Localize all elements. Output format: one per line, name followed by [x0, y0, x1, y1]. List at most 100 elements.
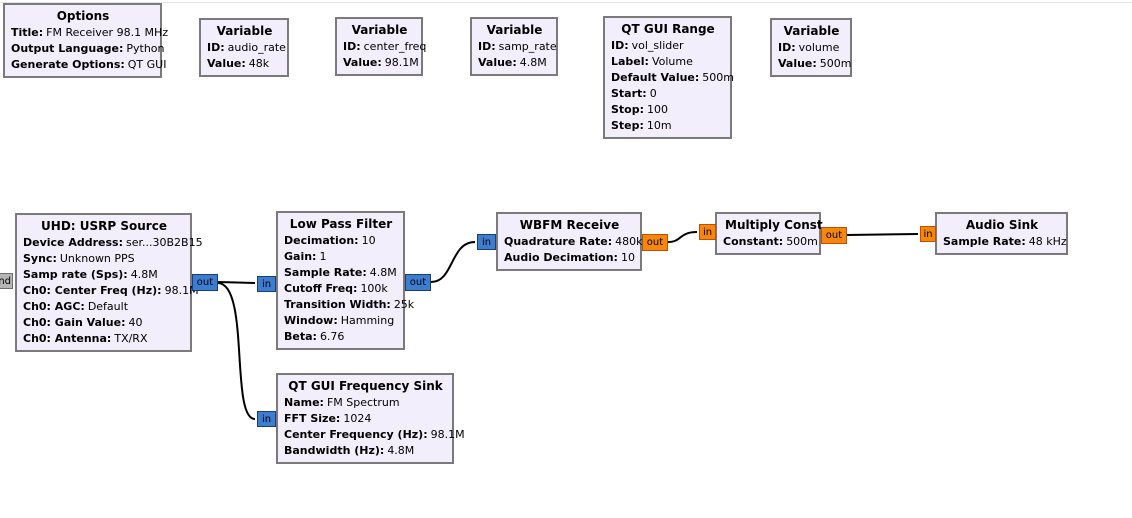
param-key: Label:	[611, 55, 649, 68]
param-value: ser...30B2B15	[125, 236, 203, 249]
param-key: Start:	[611, 87, 647, 100]
param-key: Sample Rate:	[284, 266, 367, 279]
param-key: Samp rate (Sps):	[23, 268, 128, 281]
param-value: 98.1M	[164, 284, 199, 297]
param-value: audio_rate	[227, 41, 286, 54]
param-value: FM Receiver 98.1 MHz	[46, 26, 169, 39]
port-out-low-pass-filter[interactable]: out	[405, 274, 431, 291]
param-key: Ch0: Gain Value:	[23, 316, 126, 329]
param-key: ID:	[343, 40, 361, 53]
block-title: Options	[56, 9, 110, 23]
param-key: Sample Rate:	[943, 235, 1026, 248]
param-key: Step:	[611, 119, 644, 132]
canvas-top-edge	[0, 2, 1132, 3]
param-row: ID:vol_slider	[611, 38, 725, 54]
param-row: Step:10m	[611, 118, 725, 134]
block-title: Variable	[783, 24, 840, 38]
param-value: 10m	[646, 119, 672, 132]
param-row: Value:4.8M	[478, 55, 551, 71]
param-value: QT GUI	[127, 58, 167, 71]
param-value: 500m	[702, 71, 735, 84]
connection-multiply-const-to-audio-sink[interactable]	[846, 233, 919, 236]
connection-wbfm-receive-to-multiply-const[interactable]	[667, 231, 698, 243]
param-key: Decimation:	[284, 234, 359, 247]
port-in-wbfm-receive[interactable]: in	[477, 234, 496, 250]
param-key: ID:	[611, 39, 629, 52]
port-in-qt-gui-frequency-sink[interactable]: in	[257, 411, 276, 427]
param-value: 98.1M	[430, 428, 465, 441]
param-key: Transition Width:	[284, 298, 391, 311]
port-in-multiply-const[interactable]: in	[699, 224, 716, 240]
param-key: Ch0: Center Freq (Hz):	[23, 284, 162, 297]
connection-usrp-source-to-low-pass-filter[interactable]	[217, 281, 256, 284]
param-key: Value:	[343, 56, 382, 69]
param-row: Value:48k	[207, 56, 282, 72]
param-value: 4.8M	[130, 268, 158, 281]
param-row: Constant:500m	[723, 234, 818, 250]
param-value: Volume	[651, 55, 693, 68]
block-title: WBFM Receive	[519, 218, 620, 232]
param-value: 1024	[343, 412, 372, 425]
block-title: Audio Sink	[965, 218, 1039, 232]
param-value: 48 kHz	[1028, 235, 1067, 248]
param-row: Sample Rate:48 kHz	[943, 234, 1067, 250]
param-key: Value:	[207, 57, 246, 70]
param-row: Audio Decimation:10	[504, 250, 635, 266]
param-row: Center Frequency (Hz):98.1M	[284, 427, 465, 443]
port-in-audio-sink[interactable]: in	[920, 226, 936, 242]
param-value: 500m	[786, 235, 818, 248]
param-row: Quadrature Rate:480k	[504, 234, 643, 250]
param-key: Center Frequency (Hz):	[284, 428, 428, 441]
port-out-multiply-const[interactable]: out	[821, 227, 847, 244]
param-value: Default	[87, 300, 129, 313]
msg-port-cmd-usrp-source[interactable]: nd	[0, 273, 13, 289]
param-value: 10	[620, 251, 635, 264]
param-value: 25k	[393, 298, 415, 311]
param-value: 1	[319, 250, 327, 263]
param-row: Samp rate (Sps):4.8M	[23, 267, 185, 283]
param-value: vol_slider	[631, 39, 684, 52]
port-in-low-pass-filter[interactable]: in	[257, 276, 276, 292]
param-row: Value:98.1M	[343, 55, 419, 71]
param-key: ID:	[478, 40, 496, 53]
param-row: Device Address:ser...30B2B15	[23, 235, 203, 251]
param-value: 0	[649, 87, 657, 100]
port-out-usrp-source[interactable]: out	[192, 274, 218, 291]
param-key: Quadrature Rate:	[504, 235, 613, 248]
param-key: Bandwidth (Hz):	[284, 444, 385, 457]
param-key: Cutoff Freq:	[284, 282, 358, 295]
param-value: 4.8M	[387, 444, 415, 457]
param-row: Value:500m	[778, 56, 852, 72]
connection-usrp-source-to-qt-gui-frequency-sink[interactable]	[217, 282, 256, 420]
param-row: FFT Size:1024	[284, 411, 447, 427]
block-title: Variable	[351, 23, 408, 37]
connection-low-pass-filter-to-wbfm-receive[interactable]	[430, 241, 476, 283]
param-row: Name:FM Spectrum	[284, 395, 447, 411]
param-row: Transition Width:25k	[284, 297, 414, 313]
block-title: Variable	[216, 24, 273, 38]
param-row: Decimation:10	[284, 233, 398, 249]
param-row: Cutoff Freq:100k	[284, 281, 398, 297]
param-row: Label:Volume	[611, 54, 725, 70]
param-value: 98.1M	[384, 56, 419, 69]
param-row: Sample Rate:4.8M	[284, 265, 398, 281]
param-row: ID:samp_rate	[478, 39, 557, 55]
port-out-wbfm-receive[interactable]: out	[642, 234, 668, 251]
param-value: 100	[647, 103, 669, 116]
param-row: Sync:Unknown PPS	[23, 251, 185, 267]
param-row: Output Language:Python	[11, 41, 165, 57]
param-key: Beta:	[284, 330, 317, 343]
